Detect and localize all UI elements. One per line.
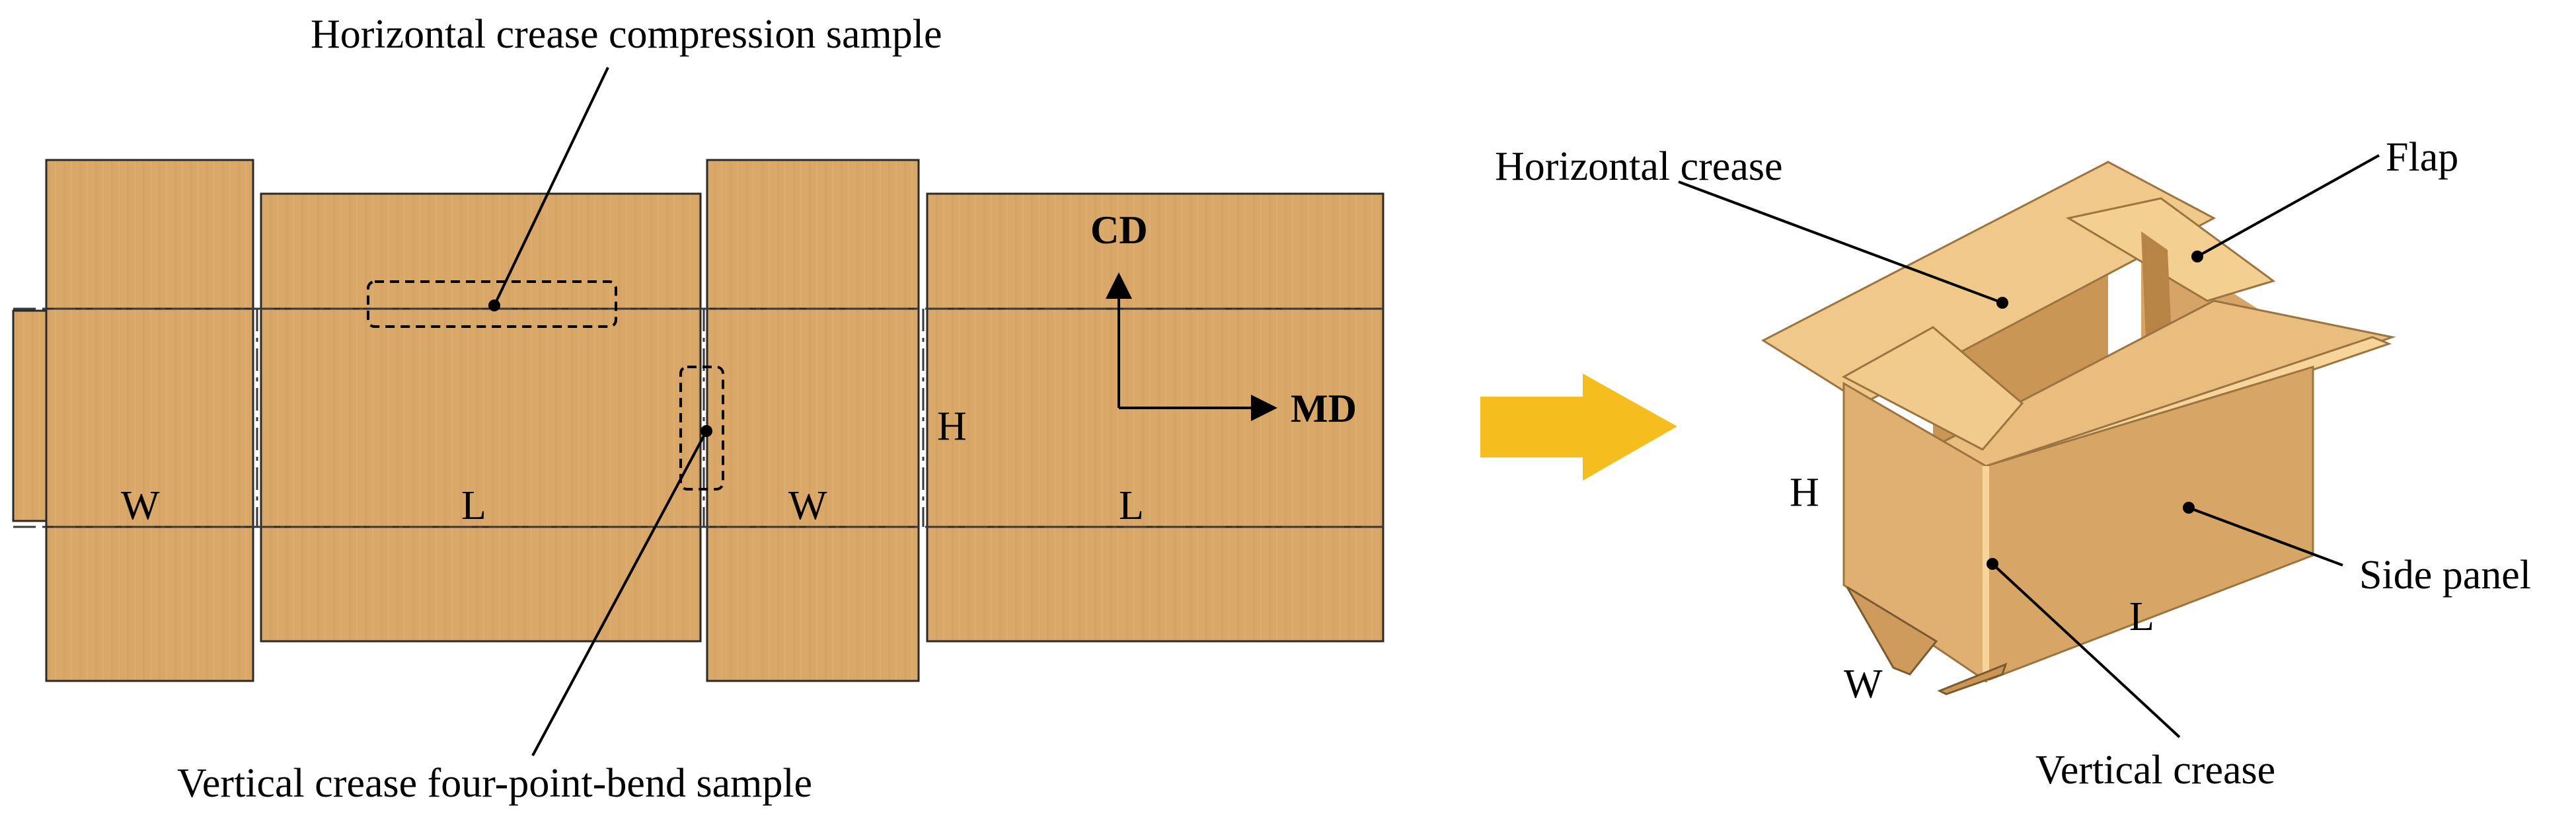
vertical-crease-leader <box>1991 563 2181 738</box>
side-panel-dot <box>2183 502 2195 514</box>
vertical-sample-dot <box>701 425 712 437</box>
flap-l2-bottom <box>926 526 1384 643</box>
vertical-sample-leader <box>531 430 708 756</box>
panel-w1 <box>45 307 254 528</box>
flap-l2-top <box>926 192 1384 310</box>
flap-l1-top <box>260 192 702 310</box>
vertical-crease-caption: Vertical crease <box>2035 748 2275 793</box>
bottom-flap-w <box>1846 586 1938 676</box>
horizontal-crease-dot <box>1996 297 2008 309</box>
box-blank: CD MD W L W L H Horizontal crease compre… <box>12 12 1384 806</box>
flap-w1-bottom <box>45 526 254 682</box>
box-h-label: H <box>1790 470 1819 515</box>
blank-w2-label: W <box>788 483 827 528</box>
horizontal-sample-leader <box>493 67 609 306</box>
panel-l1 <box>260 307 702 528</box>
glue-tab <box>12 309 48 522</box>
bottom-flap-l <box>1937 662 2008 695</box>
side-panel-leader <box>2188 506 2343 567</box>
side-panel-caption: Side panel <box>2359 553 2531 598</box>
flap-w2-top <box>706 159 920 310</box>
box-w-label: W <box>1844 662 1883 707</box>
transform-arrow <box>1480 374 1677 481</box>
horizontal-sample-caption: Horizontal crease compression sample <box>311 12 942 57</box>
vertical-sample-outline <box>679 366 724 491</box>
flap-w2-bottom <box>706 526 920 682</box>
panel-l2 <box>926 307 1384 528</box>
blank-l1-label: L <box>461 483 486 528</box>
vertical-crease-dot <box>1987 558 1998 570</box>
flap-w1-top <box>45 159 254 310</box>
front-flap-left <box>1841 326 2024 451</box>
blank-h-label: H <box>937 404 967 449</box>
blank-w1-label: W <box>121 483 160 528</box>
horizontal-crease-caption: Horizontal crease <box>1495 144 1782 189</box>
box-l-label: L <box>2129 594 2154 639</box>
vertical-sample-caption: Vertical crease four-point-bend sample <box>177 761 812 806</box>
flap-leader <box>2197 154 2380 258</box>
assembled-box: H L W Horizontal crease Flap Side panel … <box>1495 135 2531 793</box>
horizontal-crease-leader <box>1678 180 2003 304</box>
blank-l2-label: L <box>1119 483 1144 528</box>
cd-label: CD <box>1090 208 1148 252</box>
horizontal-sample-outline <box>367 280 617 328</box>
flap-caption: Flap <box>2386 135 2458 180</box>
flap-dot <box>2191 251 2203 262</box>
md-label: MD <box>1291 387 1357 430</box>
horizontal-sample-dot <box>488 299 500 311</box>
flap-l1-bottom <box>260 526 702 643</box>
